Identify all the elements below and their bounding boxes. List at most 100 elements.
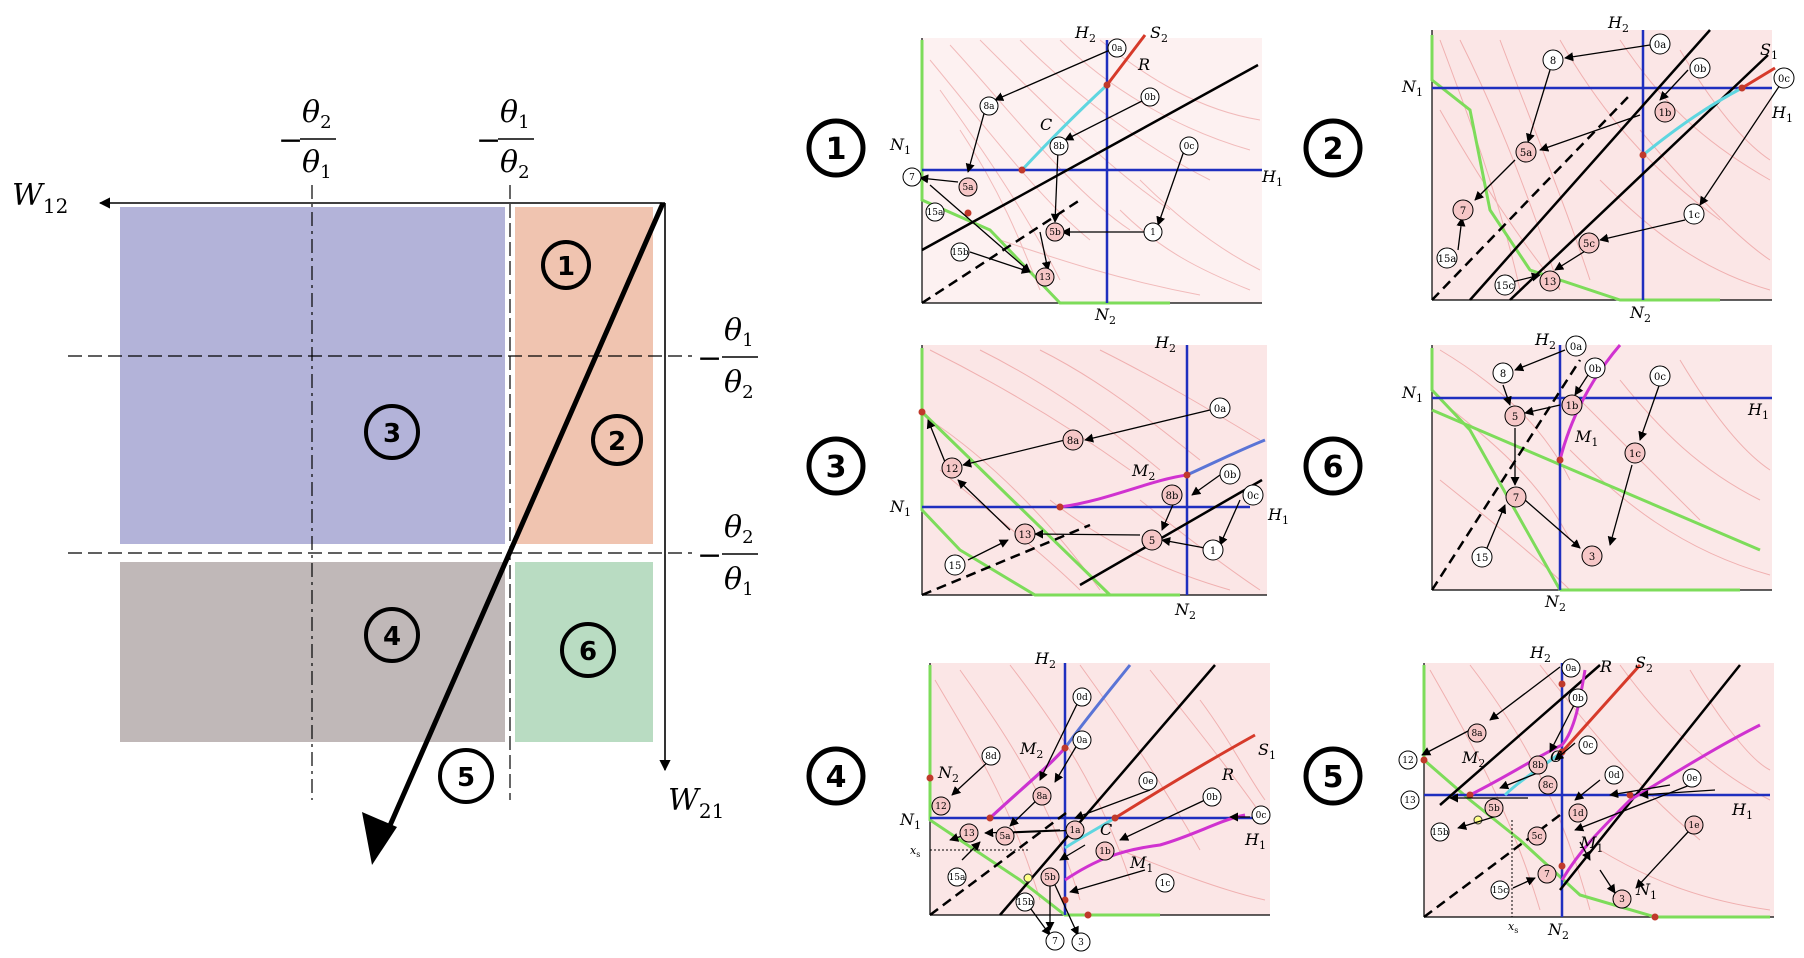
svg-text:0c: 0c (1583, 741, 1594, 751)
svg-text:0d: 0d (1076, 693, 1088, 703)
svg-text:0e: 0e (1142, 777, 1153, 787)
svg-text:H2: H2 (1607, 13, 1629, 35)
svg-text:3: 3 (826, 450, 847, 485)
svg-text:H1: H1 (1731, 800, 1753, 822)
svg-text:5a: 5a (999, 832, 1011, 842)
svg-text:H1: H1 (1771, 103, 1793, 125)
svg-text:15a: 15a (927, 208, 944, 218)
svg-text:1: 1 (826, 132, 847, 167)
svg-text:8a: 8a (983, 102, 995, 112)
svg-text:θ1: θ1 (302, 145, 332, 183)
panel-badge-6: 6 (1303, 436, 1363, 496)
svg-text:1d: 1d (1572, 809, 1584, 819)
svg-text:0c: 0c (1654, 372, 1666, 383)
svg-text:C: C (1550, 747, 1562, 766)
svg-text:15b: 15b (1016, 898, 1033, 908)
svg-text:H2: H2 (1534, 330, 1556, 352)
svg-text:R: R (1221, 765, 1234, 784)
phase-plot-2: 0a 0b 0c 8 1b 5a 1c 7 5c 15a 15c 13 H2 H… (1401, 13, 1795, 325)
svg-text:1: 1 (557, 252, 575, 282)
phase-plot-6: 0a 0b 0c 8 1b 5 1c 7 15 3 H2 H1 N1 N2 M1 (1401, 330, 1772, 614)
svg-text:5b: 5b (1049, 228, 1061, 238)
svg-text:0c: 0c (1247, 491, 1259, 502)
svg-text:1c: 1c (1688, 210, 1700, 221)
trajectory-arrowhead (362, 812, 397, 865)
svg-text:N1: N1 (889, 135, 911, 157)
svg-text:0b: 0b (1144, 93, 1156, 103)
svg-text:5a: 5a (962, 183, 974, 193)
svg-text:M2: M2 (1131, 461, 1155, 483)
svg-text:3: 3 (1078, 938, 1084, 948)
svg-text:13: 13 (1039, 273, 1051, 283)
svg-text:15b: 15b (951, 248, 968, 258)
svg-text:H2: H2 (1154, 333, 1176, 355)
phase-plot-4: 0d 0a 8d 8a 0e 0b 0c 12 13 5a 1a 1b 15a … (899, 649, 1276, 952)
svg-text:0b: 0b (1224, 470, 1237, 481)
region-badge-3: 3 (364, 404, 420, 460)
svg-text:8: 8 (1550, 56, 1556, 67)
svg-text:15c: 15c (1496, 281, 1515, 292)
svg-text:15: 15 (949, 561, 962, 572)
svg-text:θ2: θ2 (724, 365, 754, 403)
region-badge-5: 5 (438, 748, 494, 804)
svg-text:C: C (1040, 115, 1052, 134)
svg-text:−: − (697, 341, 722, 376)
svg-text:7: 7 (1052, 937, 1058, 947)
svg-text:H1: H1 (1747, 400, 1769, 422)
svg-text:θ1: θ1 (724, 313, 754, 351)
svg-text:M1: M1 (1129, 853, 1153, 875)
svg-text:1a: 1a (1069, 826, 1081, 836)
fraction-theta1-over-theta2-right: − θ1 θ2 (697, 313, 758, 403)
phase-plot-3: 0a 8a 12 0b 8b 0c 13 5 1 15 H2 H1 N1 N2 … (889, 333, 1289, 622)
svg-text:13: 13 (1544, 277, 1557, 288)
svg-text:4: 4 (826, 760, 847, 795)
svg-text:8d: 8d (985, 752, 997, 762)
svg-text:15: 15 (1476, 553, 1489, 564)
svg-text:4: 4 (383, 622, 401, 652)
svg-text:H2: H2 (1529, 643, 1551, 665)
svg-text:0d: 0d (1608, 771, 1620, 781)
svg-text:2: 2 (1323, 132, 1344, 167)
svg-text:0b: 0b (1694, 64, 1707, 75)
svg-text:8b: 8b (1166, 491, 1179, 502)
svg-text:N1: N1 (889, 497, 911, 519)
svg-text:S2: S2 (1150, 23, 1168, 45)
svg-text:0b: 0b (1572, 694, 1584, 704)
panel-1: 1 (806, 23, 1283, 327)
region-badge-2: 2 (591, 414, 643, 466)
svg-text:1: 1 (1150, 228, 1156, 238)
svg-text:N1: N1 (1635, 880, 1657, 902)
svg-text:1b: 1b (1099, 847, 1111, 857)
svg-text:M2: M2 (1461, 748, 1485, 770)
svg-text:7: 7 (1513, 493, 1519, 504)
svg-text:6: 6 (579, 637, 597, 667)
svg-text:12: 12 (1402, 756, 1413, 766)
svg-text:N2: N2 (1629, 303, 1651, 325)
svg-text:8c: 8c (1543, 781, 1554, 791)
phase-plot-5: 0a 0b 0c 0d 0e 8a 8b 8c 12 13 5b 1d 5c 1… (1398, 643, 1774, 942)
svg-text:8b: 8b (1532, 761, 1544, 771)
svg-text:0c: 0c (1256, 811, 1267, 821)
svg-text:N2: N2 (1544, 592, 1566, 614)
svg-text:6: 6 (1323, 450, 1344, 485)
svg-text:θ1: θ1 (724, 562, 754, 600)
region-badge-1: 1 (541, 240, 591, 290)
region-6-area (515, 562, 653, 742)
svg-text:M2: M2 (1019, 739, 1043, 761)
svg-text:8a: 8a (1471, 729, 1483, 739)
panel-4: 4 (806, 649, 1276, 952)
svg-text:15b: 15b (1431, 828, 1448, 838)
svg-text:12: 12 (946, 464, 959, 475)
svg-text:θ2: θ2 (724, 510, 754, 548)
svg-text:0b: 0b (1589, 364, 1602, 375)
svg-text:3: 3 (1589, 552, 1595, 563)
svg-text:N1: N1 (899, 810, 921, 832)
svg-text:1e: 1e (1688, 821, 1699, 831)
svg-text:13: 13 (1404, 796, 1416, 806)
svg-text:5a: 5a (1520, 148, 1532, 159)
panel-badge-2: 2 (1303, 118, 1363, 178)
parameter-space-diagram: W12 W21 − θ2 θ1 − θ1 θ2 − θ1 θ2 − θ2 θ1 (12, 95, 758, 865)
svg-text:7: 7 (1460, 206, 1466, 217)
svg-text:N2: N2 (937, 763, 959, 785)
